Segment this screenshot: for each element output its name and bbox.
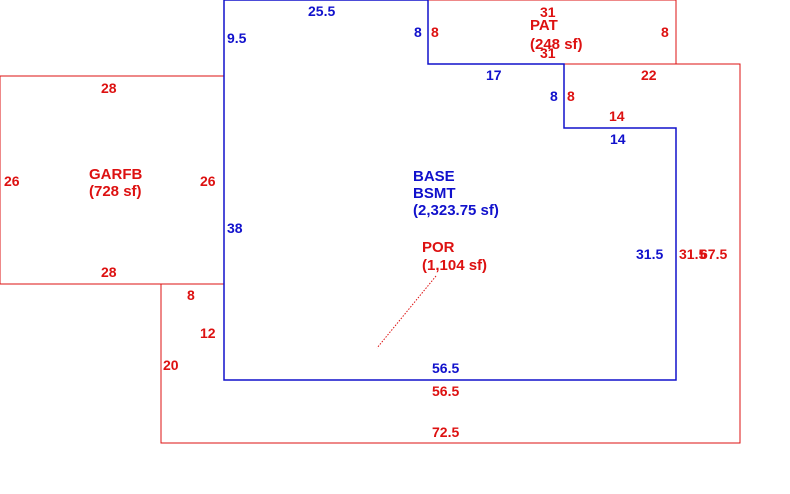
dim-base-bottom: 56.5 bbox=[432, 360, 459, 376]
dim-base-left-upper: 9.5 bbox=[227, 30, 247, 46]
garfb-area-label: (728 sf) bbox=[89, 183, 142, 200]
base-area-label: (2,323.75 sf) bbox=[413, 202, 499, 219]
dim-por-left: 20 bbox=[163, 357, 179, 373]
dim-base-right: 31.5 bbox=[636, 246, 663, 262]
dim-pat-right: 8 bbox=[661, 24, 669, 40]
pat-code-label: PAT bbox=[530, 17, 558, 34]
dim-garfb-bottom: 28 bbox=[101, 264, 117, 280]
pat-area-label: (248 sf) bbox=[530, 36, 583, 53]
dim-por-step-v: 8 bbox=[567, 88, 575, 104]
por-leader-line bbox=[376, 275, 437, 349]
por-code-label: POR bbox=[422, 239, 455, 256]
dim-por-right-b: 67.5 bbox=[700, 246, 727, 262]
por-area-label: (1,104 sf) bbox=[422, 257, 487, 274]
base-code-label: BASE bbox=[413, 168, 455, 185]
dim-garfb-right: 26 bbox=[200, 173, 216, 189]
dim-por-bottom: 72.5 bbox=[432, 424, 459, 440]
dim-pat-left: 8 bbox=[431, 24, 439, 40]
dim-base-top: 25.5 bbox=[308, 3, 335, 19]
base-subcode-label: BSMT bbox=[413, 185, 456, 202]
dim-base-notch-h1: 17 bbox=[486, 67, 502, 83]
dim-base-notch-v1: 8 bbox=[414, 24, 422, 40]
dim-por-left-step: 8 bbox=[187, 287, 195, 303]
dim-base-notch-v2: 8 bbox=[550, 88, 558, 104]
dim-por-bottom-inner: 56.5 bbox=[432, 383, 459, 399]
dim-por-left-v: 12 bbox=[200, 325, 216, 341]
dim-base-left-lower: 38 bbox=[227, 220, 243, 236]
dim-base-notch-h2: 14 bbox=[610, 131, 626, 147]
dim-por-right-a: 31.5 bbox=[679, 246, 706, 262]
pat-outline bbox=[428, 0, 677, 65]
dim-garfb-left: 26 bbox=[4, 173, 20, 189]
por-outline bbox=[160, 63, 741, 444]
garfb-outline bbox=[0, 75, 224, 285]
dim-por-step-h: 14 bbox=[609, 108, 625, 124]
dim-pat-top: 31 bbox=[540, 4, 556, 20]
dim-garfb-top: 28 bbox=[101, 80, 117, 96]
base-outline bbox=[223, 0, 677, 381]
garfb-code-label: GARFB bbox=[89, 166, 142, 183]
dim-por-top: 22 bbox=[641, 67, 657, 83]
dim-pat-bottom: 31 bbox=[540, 45, 556, 61]
